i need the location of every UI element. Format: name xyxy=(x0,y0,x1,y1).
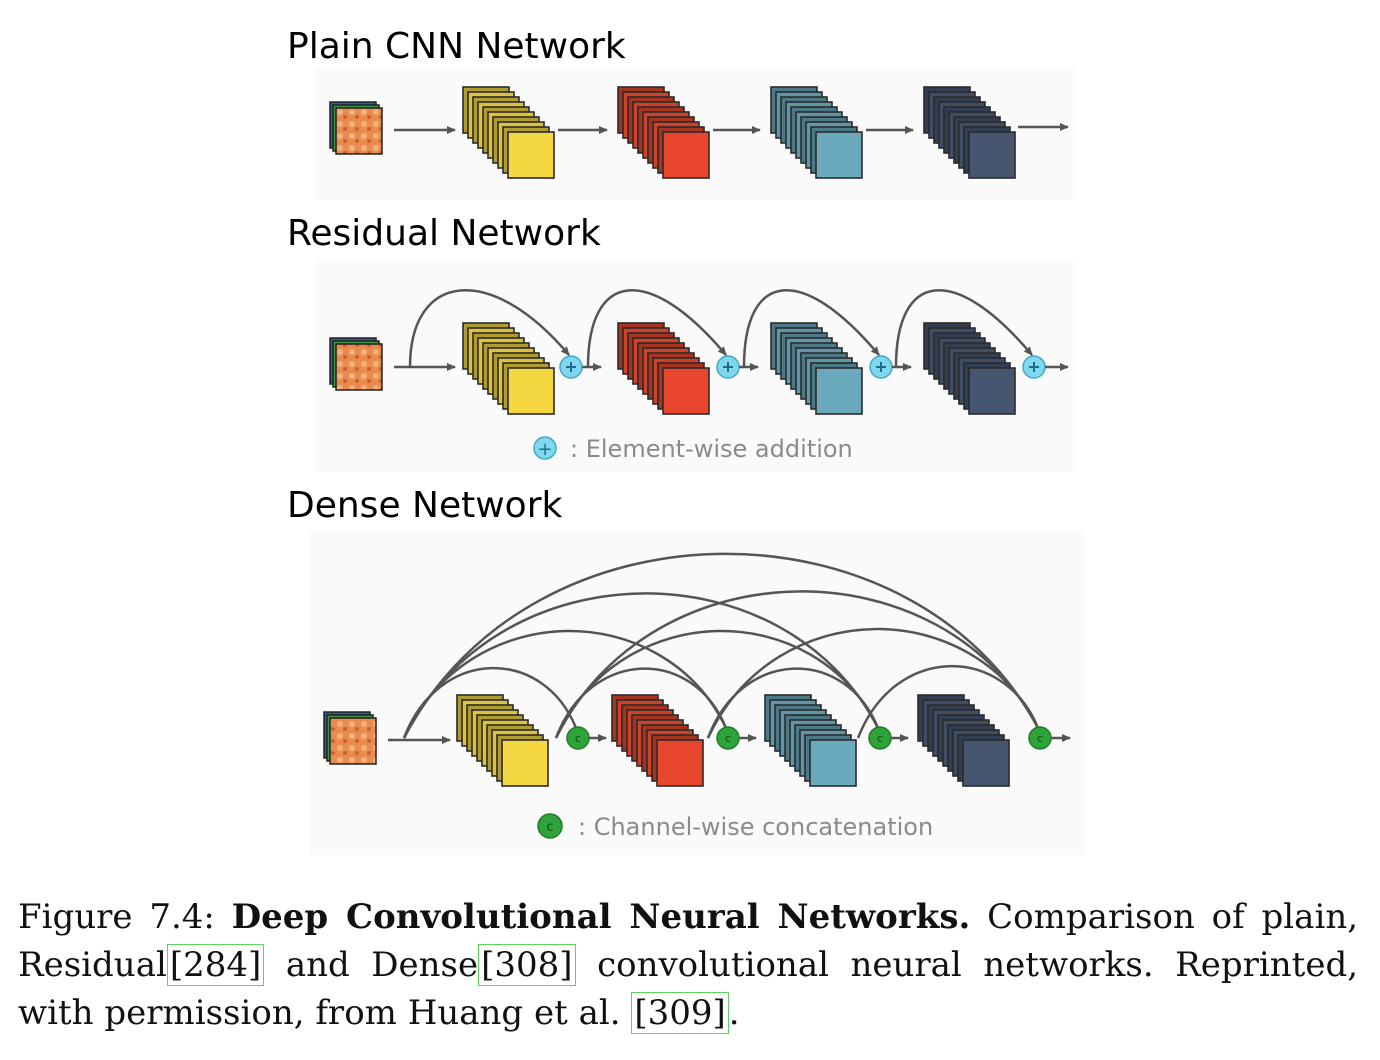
residual-block-2 xyxy=(617,322,710,415)
input-image-cat xyxy=(335,343,383,391)
dense-block-1 xyxy=(456,694,549,787)
addition-legend-symbol: + xyxy=(537,439,552,460)
dense-connection xyxy=(402,552,1040,739)
concatenation-node: c xyxy=(716,726,740,750)
network-diagrams: c c c c + : Element-wise addition c : Chann… xyxy=(310,86,1085,855)
feature-map-layer xyxy=(507,367,555,415)
caption-text-3: and Dense xyxy=(285,945,479,985)
plain-diagram xyxy=(329,86,1069,179)
residual-block-4 xyxy=(923,322,1016,415)
input-image-cat xyxy=(329,717,377,765)
residual-block-1 xyxy=(462,322,555,415)
plain-input-image xyxy=(329,101,383,155)
caption-text-4: convolutional neural networks. Reprinted… xyxy=(18,945,1359,1033)
feature-map-layer xyxy=(662,131,710,179)
skip-connection xyxy=(742,289,880,368)
concatenation-legend-symbol: c xyxy=(546,820,553,835)
dense-block-4 xyxy=(917,694,1010,787)
plain-block-3 xyxy=(770,86,863,179)
addition-legend-icon xyxy=(533,436,557,460)
residual-block-3 xyxy=(770,322,863,415)
plain-cnn-title: Plain CNN Network xyxy=(287,26,626,67)
plain-block-1 xyxy=(462,86,555,179)
residual-network-title: Residual Network xyxy=(287,213,601,254)
residual-diagram xyxy=(329,289,1069,415)
dense-connection xyxy=(554,590,1040,739)
concatenation-node: c xyxy=(1028,726,1052,750)
citation-link-309[interactable]: [309] xyxy=(631,992,729,1034)
concatenation-node: c xyxy=(868,726,892,750)
plain-block-2 xyxy=(617,86,710,179)
dense-connection xyxy=(402,592,880,739)
dense-connection xyxy=(856,664,1040,739)
feature-map-layer xyxy=(968,367,1016,415)
caption-title: Deep Convolutional Neural Networks. xyxy=(231,897,971,937)
caption-text-1: Comparison of plain, xyxy=(987,897,1359,937)
concatenation-legend: c : Channel-wise concatenation xyxy=(537,813,933,841)
feature-map-layer xyxy=(662,367,710,415)
feature-map-layer xyxy=(815,367,863,415)
citation-link-308[interactable]: [308] xyxy=(478,944,576,986)
addition-node xyxy=(1022,355,1046,379)
addition-node xyxy=(869,355,893,379)
input-image-cat xyxy=(335,107,383,155)
skip-connection xyxy=(408,289,570,368)
feature-map-layer xyxy=(501,739,549,787)
addition-legend-label: : Element-wise addition xyxy=(570,435,853,463)
addition-legend: + : Element-wise addition xyxy=(533,435,853,463)
dense-connection xyxy=(706,627,1040,739)
plain-block-4 xyxy=(923,86,1016,179)
dense-network-title: Dense Network xyxy=(287,485,563,526)
concat-symbol: c xyxy=(575,732,581,745)
feature-map-layer xyxy=(962,739,1010,787)
citation-link-284[interactable]: [284] xyxy=(166,944,265,986)
feature-map-layer xyxy=(809,739,857,787)
addition-node xyxy=(559,355,583,379)
figure-caption: Figure 7.4: Deep Convolutional Neural Ne… xyxy=(18,893,1358,1037)
feature-map-layer xyxy=(656,739,704,787)
skip-connection xyxy=(894,289,1033,368)
dense-block-3 xyxy=(764,694,857,787)
concatenation-legend-label: : Channel-wise concatenation xyxy=(578,813,933,841)
addition-node xyxy=(716,355,740,379)
feature-map-layer xyxy=(507,131,555,179)
concat-symbol: c xyxy=(725,732,731,745)
caption-text-5: . xyxy=(728,993,740,1033)
concat-symbol: c xyxy=(1037,732,1043,745)
dense-input-image xyxy=(323,711,377,765)
feature-map-layer xyxy=(968,131,1016,179)
feature-map-layer xyxy=(815,131,863,179)
concat-symbol: c xyxy=(877,732,883,745)
concatenation-legend-icon xyxy=(537,813,563,839)
caption-text-2: Residual xyxy=(18,945,167,985)
dense-block-2 xyxy=(611,694,704,787)
dense-panel-bg xyxy=(310,530,1085,855)
caption-figure-number: Figure 7.4: xyxy=(18,897,215,937)
skip-connection xyxy=(586,289,727,368)
concatenation-node: c xyxy=(566,726,590,750)
residual-input-image xyxy=(329,337,383,391)
